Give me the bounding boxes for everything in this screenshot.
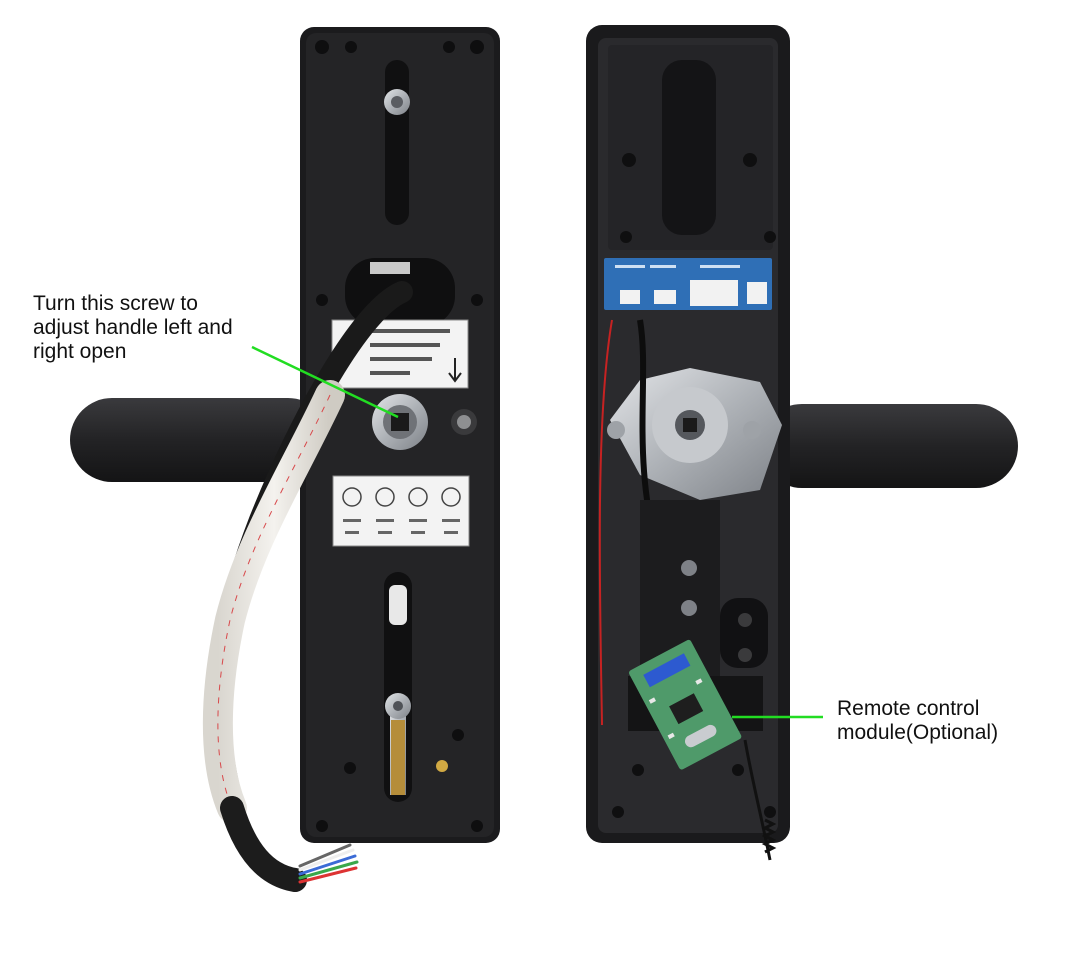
left-lock-panel	[300, 27, 500, 843]
leader-line-screw	[251, 345, 399, 419]
callout-screw-adjust: Turn this screw to adjust handle left an…	[33, 292, 233, 363]
right-lock-housing	[586, 25, 790, 843]
callout-remote-module: Remote control module(Optional)	[837, 697, 999, 744]
arrow-down-icon	[448, 358, 462, 383]
right-lock-handle	[760, 404, 1018, 488]
remote-control-module	[629, 639, 777, 861]
left-lock-handle	[70, 398, 330, 482]
phillips-screw-icon	[315, 40, 484, 832]
left-lock-cable	[202, 281, 413, 892]
